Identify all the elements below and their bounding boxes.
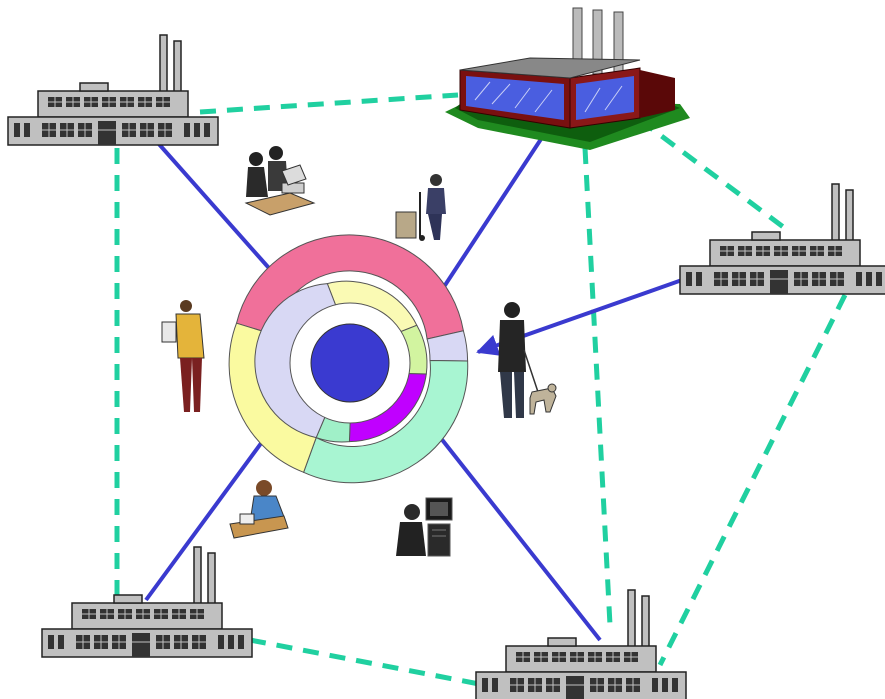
central-hub	[228, 234, 469, 484]
hub-core	[310, 323, 390, 403]
desk-worker	[229, 480, 289, 539]
factory-right	[679, 183, 885, 295]
main-plant-icon	[445, 7, 690, 150]
dashed-network-links	[114, 92, 848, 691]
computer-user	[396, 497, 453, 557]
factory-bottom-left	[41, 546, 253, 658]
worker-dolly	[395, 174, 446, 241]
inspector-with-clipboard-icon	[161, 300, 205, 412]
people-meeting-icon	[244, 146, 316, 216]
factory-building-icon	[41, 546, 253, 658]
factory-building-icon	[475, 589, 687, 699]
computer-user-icon	[396, 497, 453, 557]
main-plant-top	[445, 7, 690, 150]
flow-arrows	[144, 131, 683, 642]
factory-top-left	[7, 34, 219, 146]
team-meeting	[244, 146, 316, 216]
desk-worker-icon	[229, 480, 289, 539]
factory-building-icon	[679, 183, 885, 295]
inspector	[161, 300, 205, 412]
worker-with-dolly-icon	[395, 174, 446, 241]
factory-building-icon	[7, 34, 219, 146]
hub-outer-segment	[235, 234, 464, 340]
guard-dog	[498, 302, 557, 418]
factory-bottom-right	[475, 589, 687, 699]
security-guard-with-dog-icon	[498, 302, 557, 418]
